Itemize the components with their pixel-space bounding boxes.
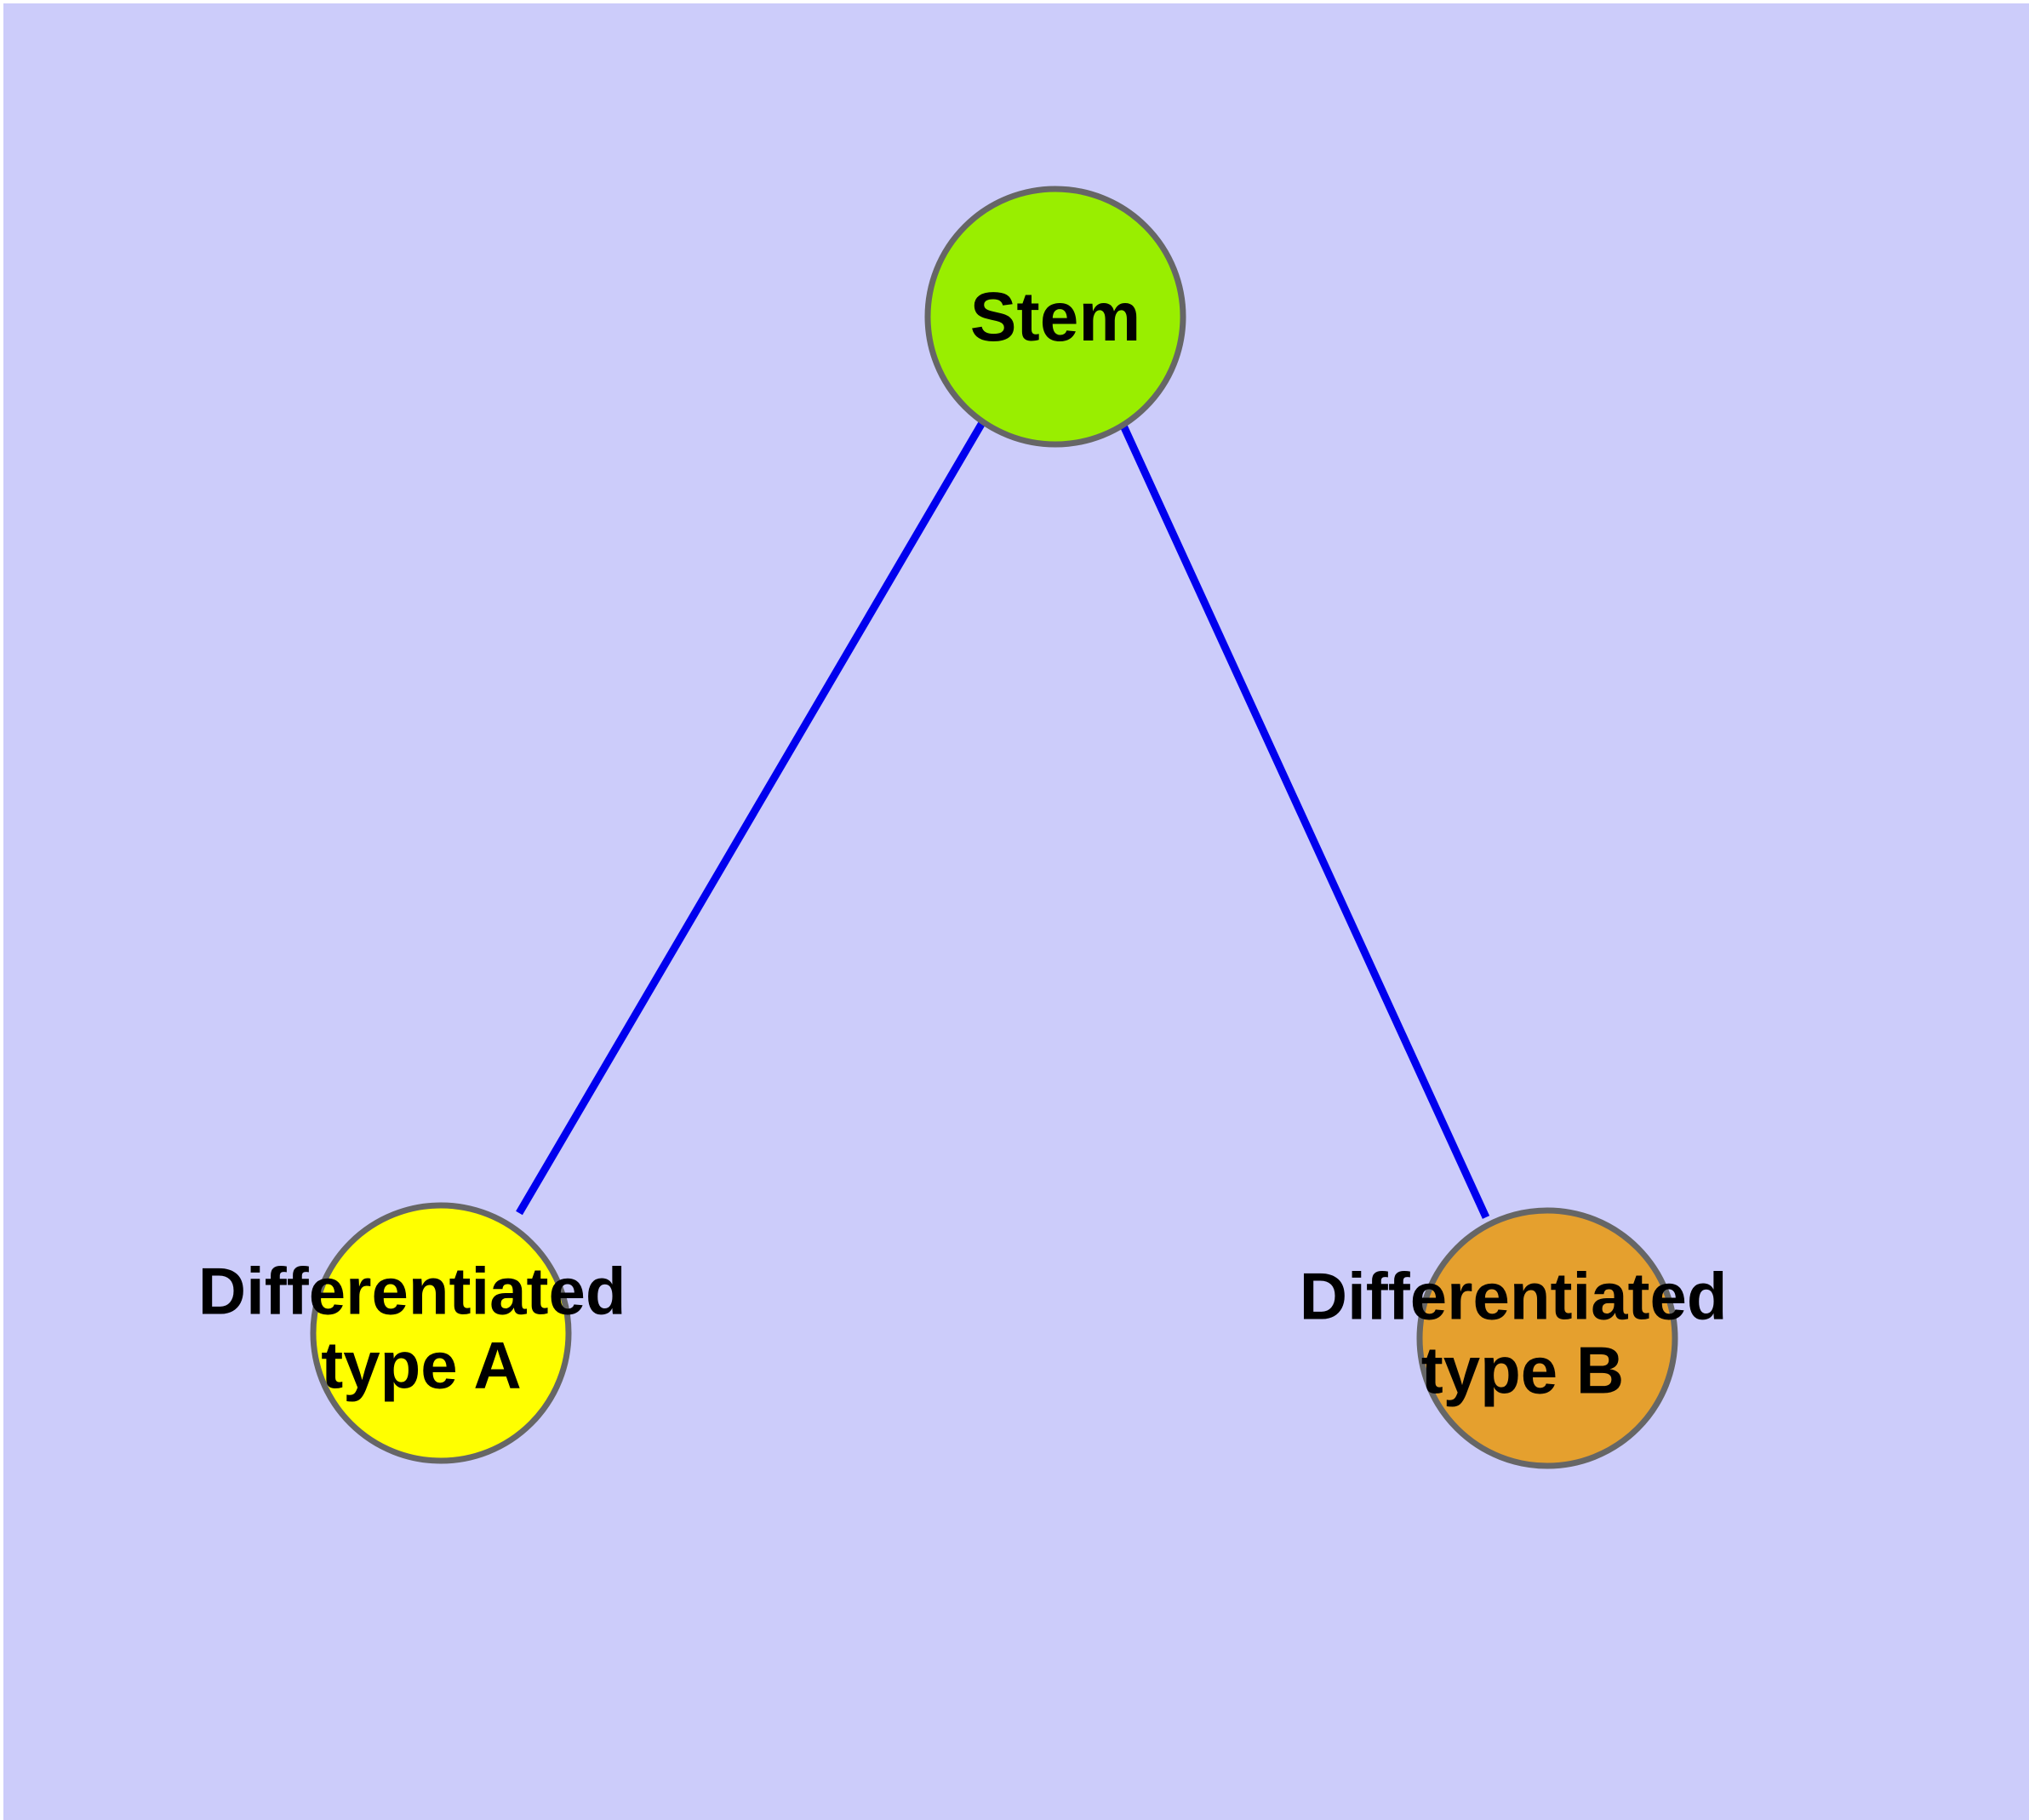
node-label-differentiated-type-a-line1: Differentiated	[198, 1253, 626, 1328]
node-label-differentiated-type-b-line1: Differentiated	[1300, 1258, 1728, 1333]
node-differentiated-type-a[interactable]	[310, 1202, 572, 1464]
node-label-differentiated-type-b-line2: type B	[1421, 1332, 1624, 1407]
edges-layer	[516, 419, 1490, 1219]
node-label-differentiated-type-a-line2: type A	[321, 1327, 522, 1402]
edge-stem-to-differentiated-type-a[interactable]	[516, 419, 986, 1216]
node-differentiated-type-b[interactable]	[1416, 1207, 1678, 1469]
node-stem[interactable]	[924, 186, 1186, 448]
nodes-layer	[310, 186, 1678, 1469]
node-label-stem-line1: Stem	[970, 278, 1141, 356]
node-label-differentiated-type-a: Differentiated type A	[198, 1253, 644, 1402]
edge-stem-to-differentiated-type-b[interactable]	[1119, 424, 1490, 1219]
node-label-stem: Stem	[970, 278, 1141, 356]
labels-layer: Stem Differentiated type A Differentiate…	[198, 278, 1746, 1408]
node-label-differentiated-type-b: Differentiated type B	[1300, 1258, 1746, 1407]
